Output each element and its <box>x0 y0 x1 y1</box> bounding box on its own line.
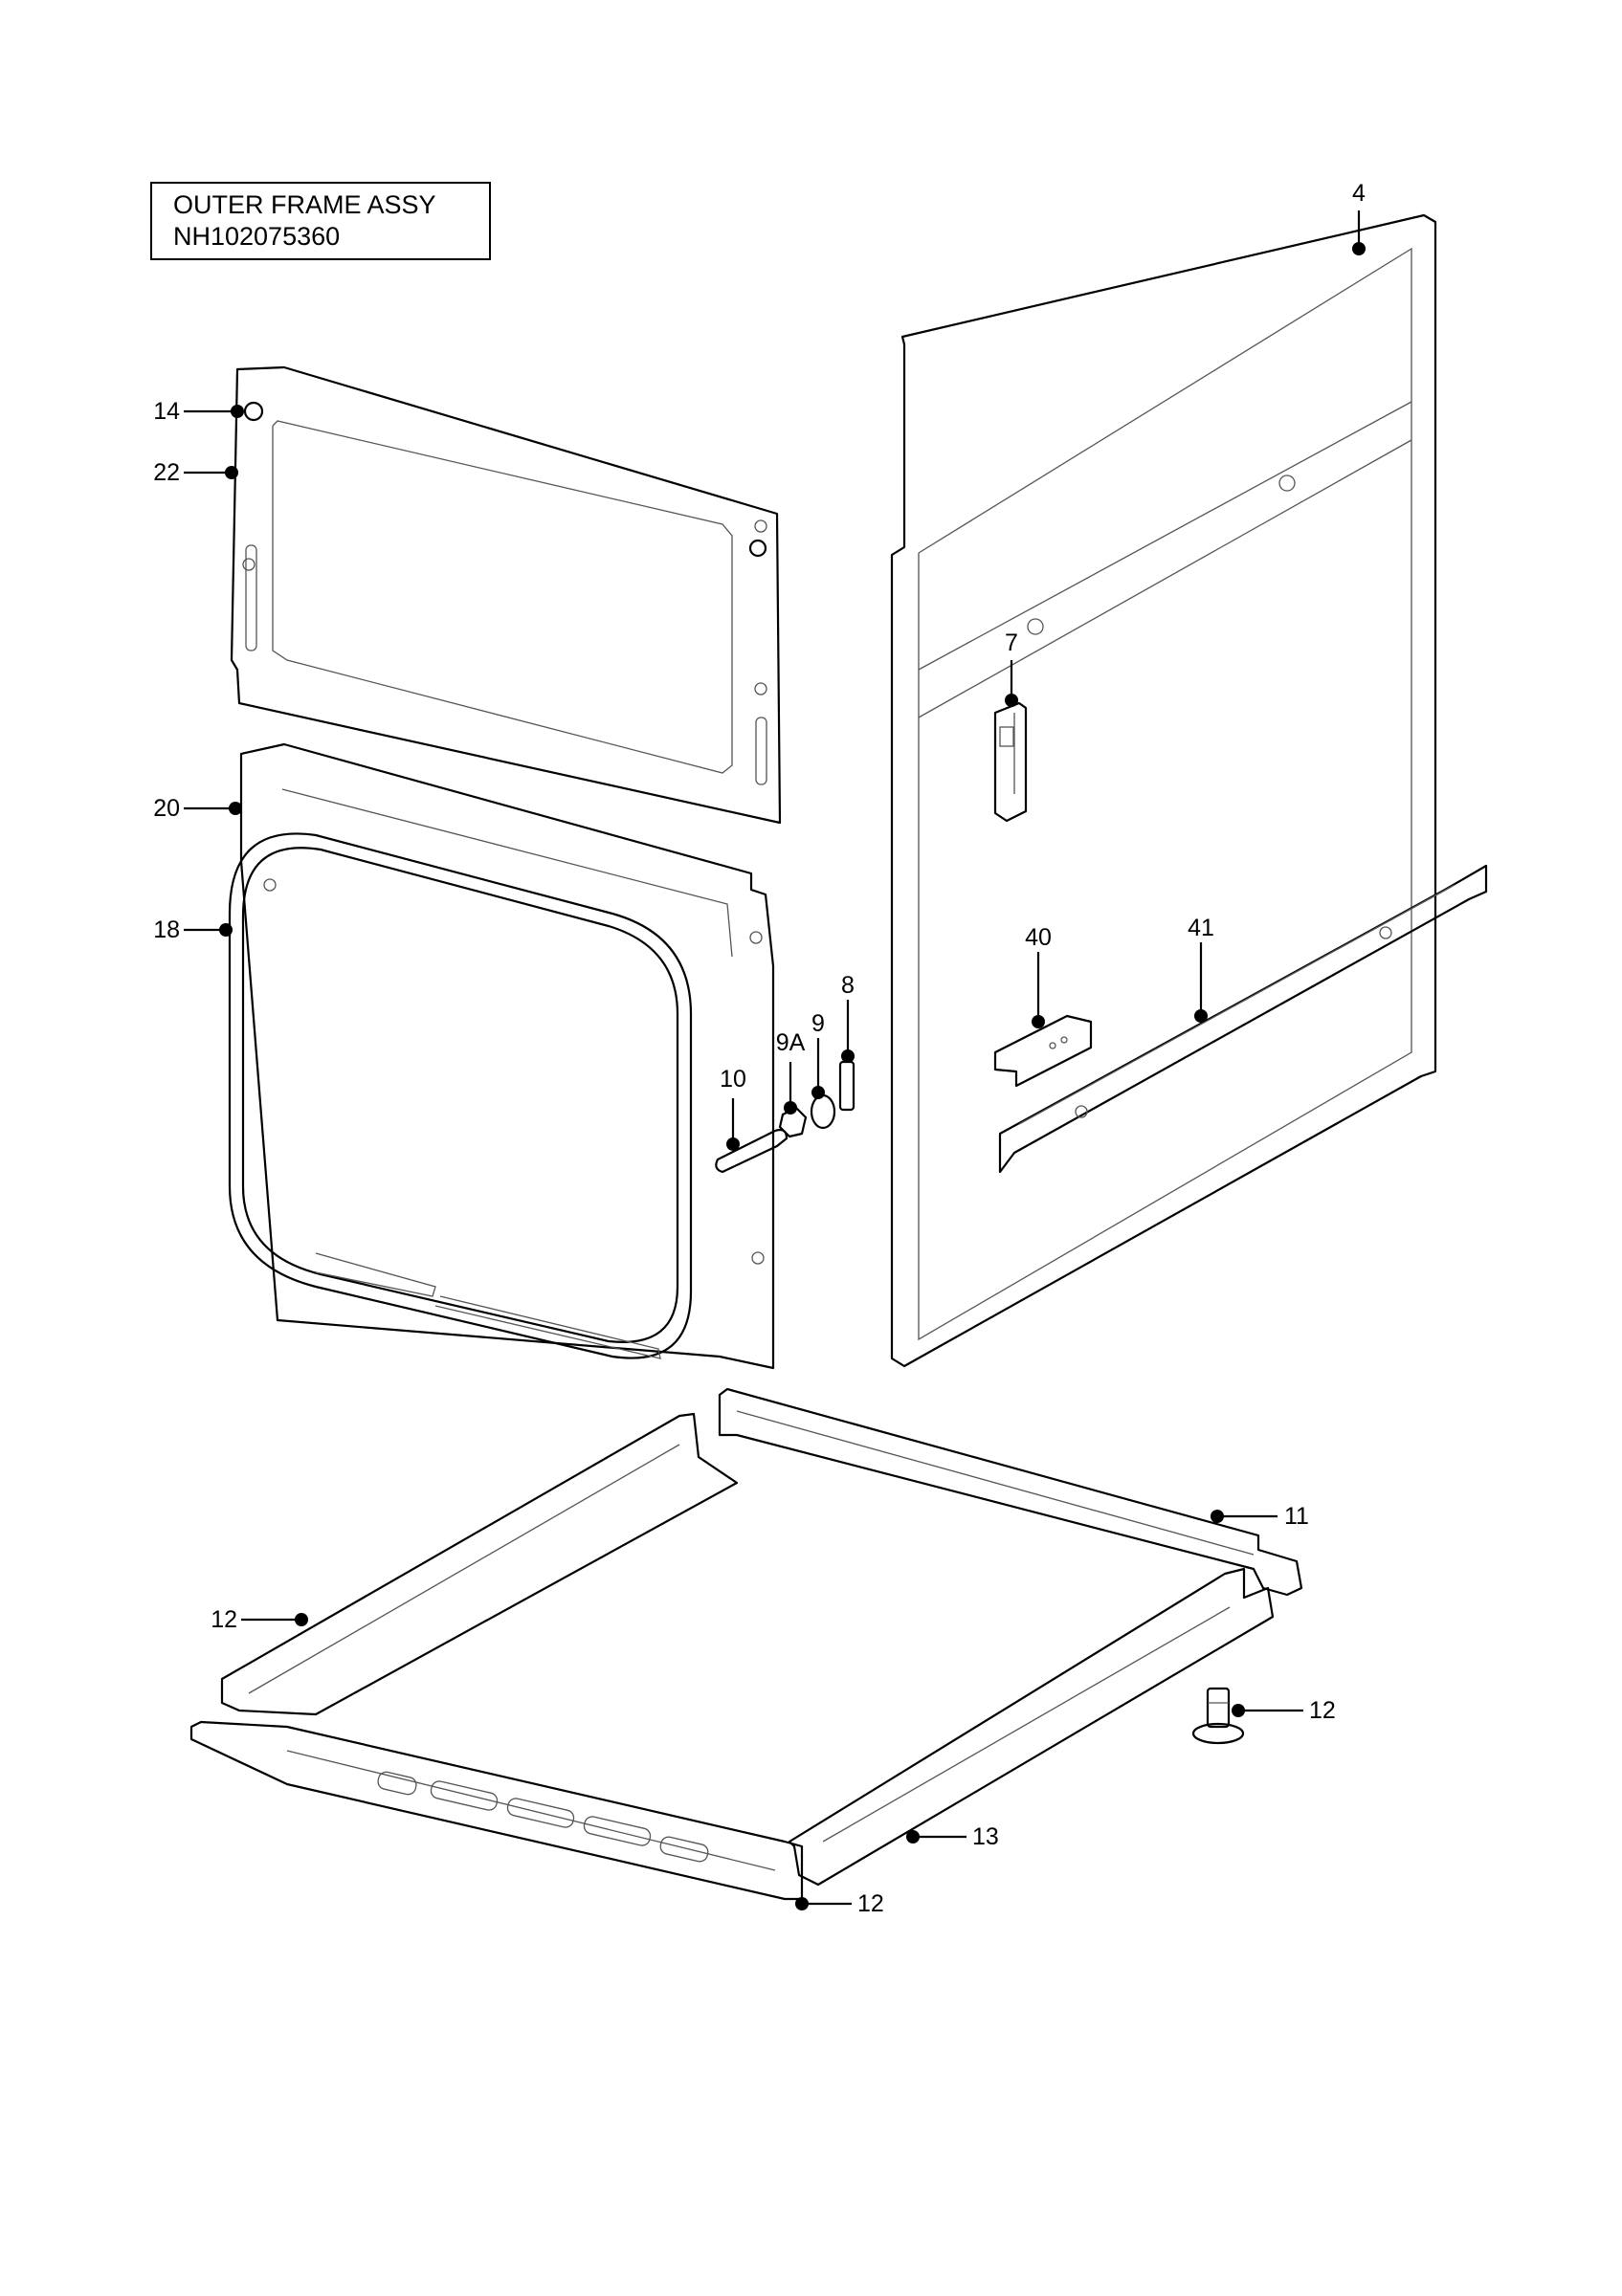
svg-text:14: 14 <box>153 398 180 425</box>
callout-9a: 9A <box>776 1029 806 1115</box>
callout-12-left: 12 <box>211 1606 308 1633</box>
callout-12-bottom: 12 <box>795 1890 884 1917</box>
part-14-ring <box>243 401 264 422</box>
callout-7: 7 <box>1005 629 1018 707</box>
svg-text:12: 12 <box>857 1890 884 1917</box>
svg-text:4: 4 <box>1352 180 1366 207</box>
svg-text:9: 9 <box>811 1010 825 1037</box>
assembly-title-box: OUTER FRAME ASSY NH102075360 <box>150 182 491 260</box>
callout-14: 14 <box>153 398 244 425</box>
part-41-rail <box>998 864 1488 1174</box>
part-40-clip <box>993 1014 1093 1088</box>
svg-text:12: 12 <box>1309 1697 1336 1724</box>
svg-text:18: 18 <box>153 916 180 943</box>
callout-40: 40 <box>1025 924 1052 1028</box>
part-14-ring-b <box>748 539 767 558</box>
part-20-middle-panel <box>239 742 775 1370</box>
part-9-washer <box>810 1093 836 1130</box>
callout-12-right: 13 <box>906 1823 999 1850</box>
svg-text:7: 7 <box>1005 629 1018 656</box>
part-22-upper-panel <box>230 365 782 825</box>
svg-text:11: 11 <box>1284 1503 1309 1530</box>
svg-text:8: 8 <box>841 972 855 999</box>
svg-text:13: 13 <box>972 1823 999 1850</box>
callout-4: 4 <box>1352 180 1366 255</box>
svg-text:40: 40 <box>1025 924 1052 951</box>
assembly-part-number: NH102075360 <box>173 222 341 251</box>
callout-8: 8 <box>841 972 855 1063</box>
svg-text:41: 41 <box>1188 915 1214 941</box>
part-11-rear-rail <box>718 1387 1303 1597</box>
callout-18: 18 <box>153 916 233 943</box>
part-18-door-gasket <box>228 832 693 1359</box>
svg-text:12: 12 <box>211 1606 237 1633</box>
svg-text:10: 10 <box>720 1066 746 1093</box>
callout-20: 20 <box>153 795 242 822</box>
callout-13: 12 <box>1232 1697 1336 1724</box>
callout-9: 9 <box>811 1010 825 1099</box>
callout-10: 10 <box>720 1066 746 1151</box>
part-12-bottom-frame <box>189 1412 1275 1901</box>
svg-text:9A: 9A <box>776 1029 806 1056</box>
part-4-back-panel <box>890 213 1437 1368</box>
svg-text:20: 20 <box>153 795 180 822</box>
svg-text:22: 22 <box>153 459 180 486</box>
part-13-foot <box>1191 1687 1245 1745</box>
assembly-name: OUTER FRAME ASSY <box>173 190 436 219</box>
callout-41: 41 <box>1188 915 1214 1023</box>
callout-11: 11 <box>1211 1503 1309 1530</box>
part-7-bracket <box>993 701 1028 823</box>
part-10-bolt <box>715 1128 789 1174</box>
part-8-pin <box>838 1060 855 1112</box>
callout-22: 22 <box>153 459 238 486</box>
